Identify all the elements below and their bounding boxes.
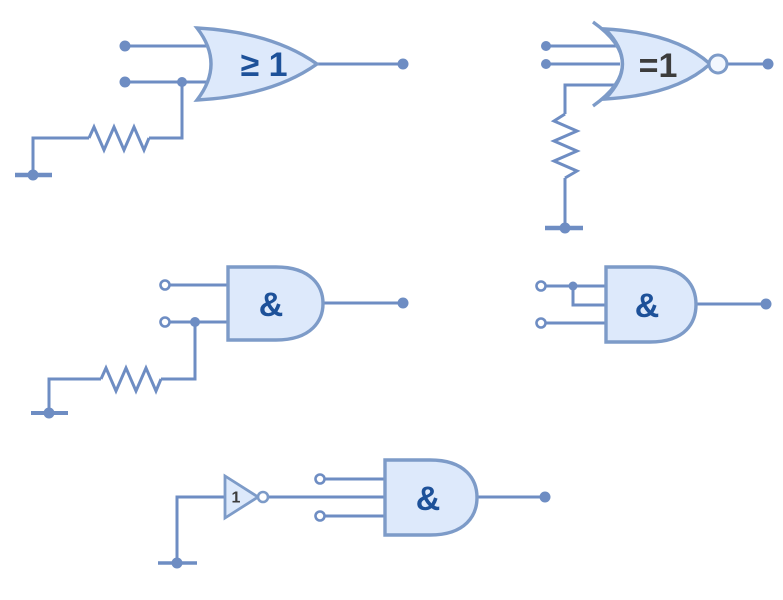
- circuit-xnor-with-pulldown: [545, 44, 768, 231]
- buffer-gate-body[interactable]: [223, 473, 261, 521]
- wire-and2-input-tie[interactable]: [571, 286, 612, 307]
- and-gate-body[interactable]: [604, 265, 698, 344]
- input-terminal-open[interactable]: [314, 473, 326, 485]
- or-gate-label: ≥ 1: [240, 46, 287, 84]
- junction-dot: [568, 281, 578, 291]
- xnor-gate-label: =1: [639, 47, 678, 85]
- junction-dot: [190, 317, 200, 327]
- ground-junction-dot: [43, 407, 55, 419]
- and-gate-body[interactable]: [383, 458, 479, 537]
- output-terminal-dot[interactable]: [397, 297, 409, 309]
- wire-ground-to-buffer[interactable]: [175, 495, 225, 563]
- wire-and-pulldown[interactable]: [161, 322, 197, 381]
- output-terminal-dot[interactable]: [397, 58, 409, 70]
- and-gate-label: &: [416, 480, 441, 518]
- wire-or-pulldown[interactable]: [149, 82, 184, 140]
- and-gate-label: &: [259, 286, 284, 324]
- input-terminal-open[interactable]: [159, 279, 171, 291]
- buffer-output-bubble[interactable]: [256, 490, 270, 504]
- input-terminal-dot[interactable]: [119, 76, 131, 88]
- or-gate-body[interactable]: [193, 26, 320, 102]
- wire-xnor-input-3[interactable]: [563, 83, 616, 114]
- output-terminal-dot[interactable]: [762, 58, 774, 70]
- wire-or-to-ground[interactable]: [31, 136, 89, 175]
- junction-dot: [177, 77, 187, 87]
- output-terminal-dot[interactable]: [539, 491, 551, 503]
- and-gate-body[interactable]: [226, 265, 325, 342]
- resistor-horizontal[interactable]: [99, 364, 163, 395]
- circuit-and-tied-inputs: [545, 284, 766, 325]
- input-terminal-open[interactable]: [535, 317, 547, 329]
- and-gate-label: &: [635, 287, 660, 325]
- ground-junction-dot: [27, 169, 39, 181]
- input-terminal-open[interactable]: [314, 510, 326, 522]
- output-terminal-dot[interactable]: [760, 298, 772, 310]
- ground-junction-dot: [171, 557, 183, 569]
- input-terminal-dot[interactable]: [541, 41, 551, 51]
- input-terminal-dot[interactable]: [541, 59, 551, 69]
- input-terminal-dot[interactable]: [119, 40, 131, 52]
- resistor-vertical[interactable]: [550, 112, 581, 180]
- circuit-or-with-pulldown: [15, 44, 403, 178]
- xnor-gate-body[interactable]: [600, 27, 713, 101]
- circuit-buffer-and: [158, 477, 545, 565]
- xnor-output-bubble[interactable]: [707, 53, 729, 75]
- wire-and-to-ground[interactable]: [47, 377, 101, 413]
- resistor-horizontal[interactable]: [87, 123, 151, 154]
- input-terminal-open[interactable]: [535, 280, 547, 292]
- circuit-and-with-pulldown: [31, 283, 403, 415]
- input-terminal-open[interactable]: [159, 316, 171, 328]
- buffer-gate-label: 1: [232, 490, 241, 507]
- ground-junction-dot: [559, 222, 571, 234]
